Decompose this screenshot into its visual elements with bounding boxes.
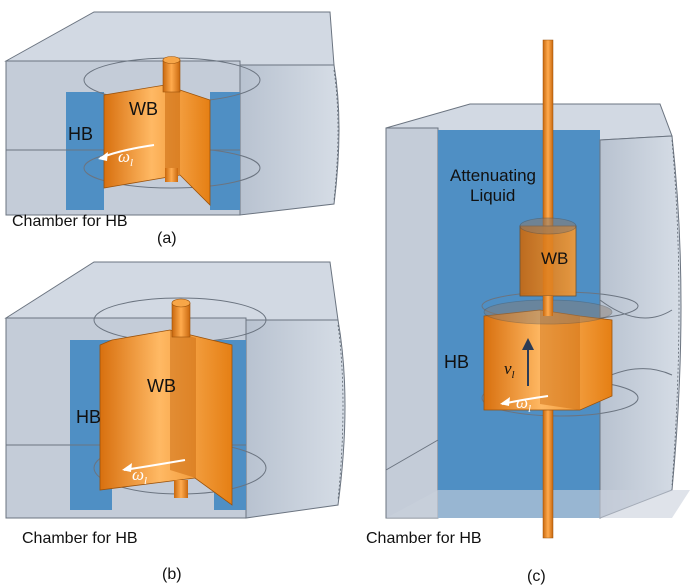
panel-c-omega-arrowhead (500, 397, 510, 406)
panel-b-tag: (b) (162, 566, 182, 583)
panel-c-velocity-sub: l (512, 369, 515, 381)
panel-c-liquid-label-line1: Attenuating (450, 166, 536, 185)
panel-a-wave-body (103, 56, 211, 206)
panel-b-omega-arrowhead (122, 463, 132, 472)
panel-c-hb-label: HB (444, 352, 469, 372)
panel-b-omega-label: ωl (132, 465, 147, 487)
panel-c-velocity-arrowhead (522, 338, 534, 350)
panel-c-omega-sub: l (528, 403, 531, 415)
panel-a-caption: Chamber for HB (12, 213, 128, 230)
panel-c-wb-label: WB (541, 249, 568, 268)
panel-a: HB WB ωl Chamber for HB (a) (4, 11, 340, 247)
panel-c-omega-label: ωl (516, 393, 531, 415)
panel-a-omega-sub: l (130, 157, 133, 169)
panel-c-tag: (c) (527, 568, 546, 585)
panel-c-caption: Chamber for HB (366, 530, 482, 547)
panel-b-wb-label: WB (147, 376, 176, 396)
panel-b-omega-base: ω (132, 465, 144, 484)
panel-b-wave-body (99, 298, 233, 506)
panel-a-liquid-right (210, 92, 240, 210)
panel-b-omega-sub: l (144, 475, 147, 487)
panel-c-velocity-base: v (504, 359, 512, 378)
panel-b: HB WB ωl Chamber for HB (b) (4, 261, 346, 583)
panel-a-liquid-left (66, 92, 104, 210)
panel-a-omega-base: ω (118, 147, 130, 166)
panel-a-tag: (a) (157, 230, 177, 247)
panel-b-hb-label: HB (76, 407, 101, 427)
panel-c-wave-body (483, 217, 613, 411)
panel-b-caption: Chamber for HB (22, 530, 138, 547)
panel-a-wb-label: WB (129, 99, 158, 119)
panel-a-omega-label: ωl (118, 147, 133, 169)
panel-c-velocity-label: vl (504, 359, 515, 381)
panel-c-omega-base: ω (516, 393, 528, 412)
panel-a-omega-arrowhead (98, 152, 108, 161)
panel-a-hb-label: HB (68, 124, 93, 144)
panel-c-liquid-label-line2: Liquid (470, 186, 515, 205)
panel-c: Attenuating Liquid WB HB vl ωl Chamber f… (366, 39, 690, 585)
